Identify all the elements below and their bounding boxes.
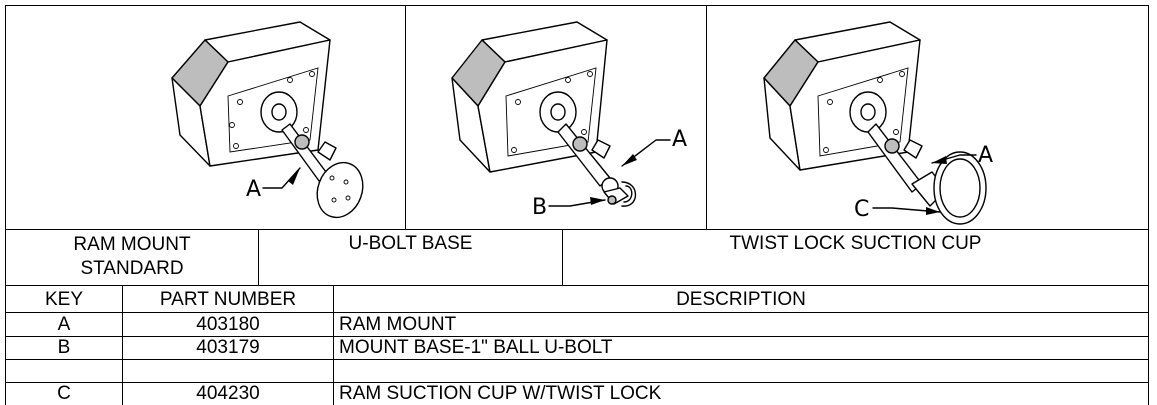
caption-line-1: RAM MOUNT (73, 234, 191, 255)
row-key: C (57, 383, 71, 404)
callout-c-label: C (854, 197, 869, 222)
callout-a-label: A (246, 177, 261, 202)
mount-arm (849, 91, 987, 225)
header-key: KEY (44, 289, 84, 310)
row-description: RAM SUCTION CUP W/TWIST LOCK (339, 383, 662, 404)
row-key: A (57, 314, 71, 335)
row-key: B (57, 337, 71, 358)
callout-a-label: A (978, 143, 993, 168)
mount-arm (260, 91, 364, 219)
header-part-number: PART NUMBER (159, 289, 297, 310)
mount-arm (539, 91, 637, 207)
row-part-number: 403179 (196, 337, 260, 358)
row-part-number: 403180 (196, 314, 260, 335)
caption-u-bolt-base: U-BOLT BASE (348, 233, 473, 254)
callout-b-label: B (532, 195, 547, 220)
callout-a-label: A (672, 127, 687, 152)
row-description: MOUNT BASE-1" BALL U-BOLT (339, 337, 613, 358)
caption-ram-mount-standard: RAM MOUNT STANDARD (6, 233, 258, 281)
header-description: DESCRIPTION (676, 289, 806, 310)
caption-twist-lock-suction-cup: TWIST LOCK SUCTION CUP (729, 233, 982, 254)
row-part-number: 404230 (196, 383, 260, 404)
caption-line-2: STANDARD (80, 258, 184, 279)
row-description: RAM MOUNT (339, 314, 457, 335)
